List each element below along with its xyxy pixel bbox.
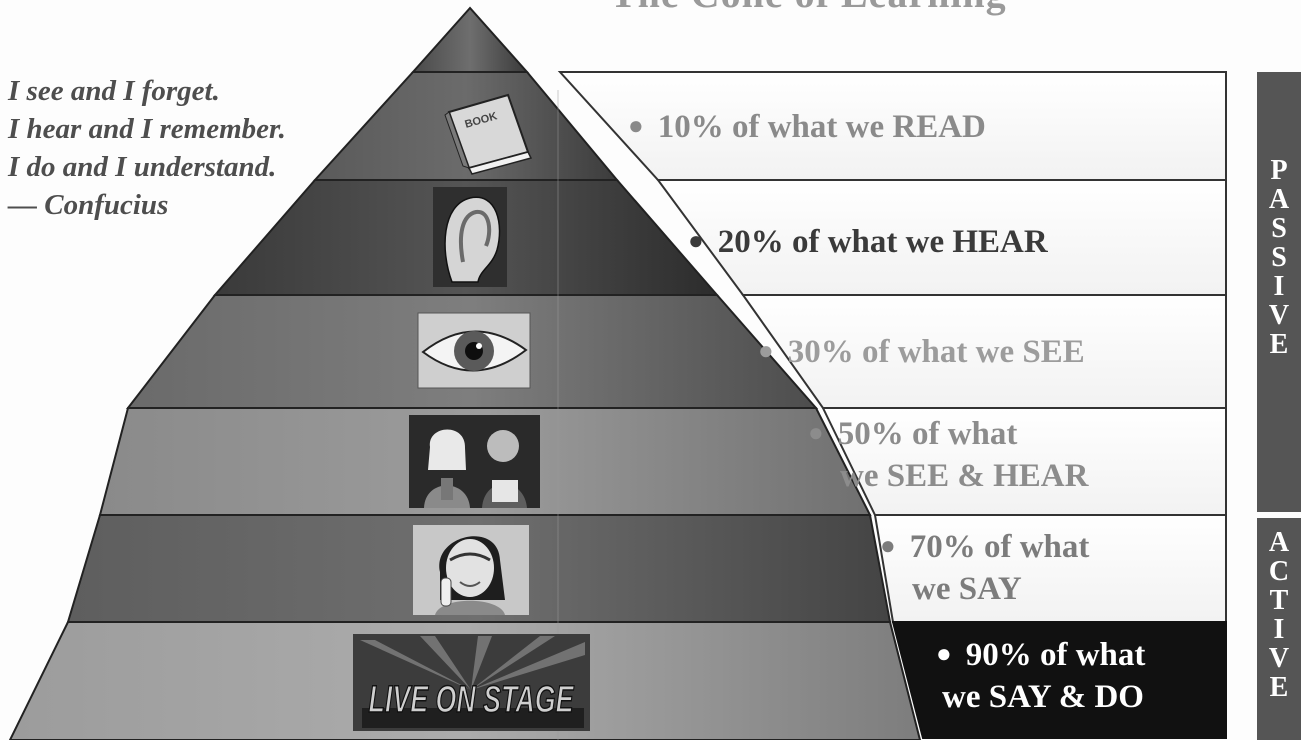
side-letter: E	[1269, 672, 1289, 703]
pyramid-apex	[410, 6, 530, 73]
side-letter: I	[1273, 271, 1285, 302]
level-say-text-1: 70% of what	[909, 529, 1090, 565]
quote-line: I do and I understand.	[8, 151, 277, 183]
level-say-label: ● 70% of what we SAY	[880, 525, 1089, 610]
eye-icon	[417, 312, 531, 389]
level-say-do-text-1: 90% of what	[965, 637, 1146, 673]
quote-author: — Confucius	[8, 189, 169, 221]
level-say-do-label: ● 90% of what we SAY & DO	[936, 633, 1145, 718]
level-hear-label: ● 20% of what we HEAR	[688, 220, 1048, 263]
book-icon: BOOK	[444, 93, 533, 175]
side-letter: S	[1271, 213, 1287, 244]
side-letter: C	[1268, 556, 1290, 587]
side-letter: V	[1268, 643, 1290, 674]
level-see-hear-text-2: we SEE & HEAR	[840, 458, 1089, 494]
partial-header-text: The Cone of Learning	[610, 0, 1007, 17]
side-letter: P	[1270, 155, 1288, 186]
bullet-icon: ●	[688, 226, 704, 255]
stage-sign-text: LIVE ON STAGE	[369, 679, 575, 721]
phone-talk-icon	[413, 525, 529, 615]
level-see-label: ● 30% of what we SEE	[758, 330, 1085, 373]
side-letter: V	[1268, 300, 1290, 331]
quote-line: I see and I forget.	[8, 75, 220, 107]
level-see-text: 30% of what we SEE	[787, 334, 1085, 370]
level-see-hear-text-1: 50% of what	[837, 416, 1018, 452]
bullet-icon: ●	[880, 531, 896, 560]
side-letter: T	[1269, 585, 1289, 616]
side-letter: A	[1268, 184, 1290, 215]
band-say-do	[891, 621, 1227, 739]
bullet-icon: ●	[628, 111, 644, 140]
bullet-icon: ●	[936, 639, 952, 668]
passive-side-label: P A S S I V E	[1257, 72, 1301, 512]
bullet-icon: ●	[758, 336, 774, 365]
level-see-hear-label: ● 50% of what we SEE & HEAR	[808, 412, 1088, 497]
active-side-label: A C T I V E	[1257, 518, 1301, 740]
quote-line: I hear and I remember.	[8, 113, 286, 145]
level-read-text: 10% of what we READ	[657, 109, 986, 145]
live-on-stage-icon: LIVE ON STAGE	[353, 634, 590, 731]
level-hear-text: 20% of what we HEAR	[717, 224, 1048, 260]
ear-icon	[433, 187, 507, 287]
level-say-text-2: we SAY	[912, 571, 1022, 607]
side-letter: E	[1269, 329, 1289, 360]
level-say-do-text-2: we SAY & DO	[942, 679, 1144, 715]
bullet-icon: ●	[808, 418, 824, 447]
level-read-label: ● 10% of what we READ	[628, 105, 986, 148]
movie-audience-icon	[409, 415, 540, 508]
side-letter: A	[1268, 527, 1290, 558]
side-letter: I	[1273, 614, 1285, 645]
side-letter: S	[1271, 242, 1287, 273]
percentage-bands	[557, 71, 1227, 739]
